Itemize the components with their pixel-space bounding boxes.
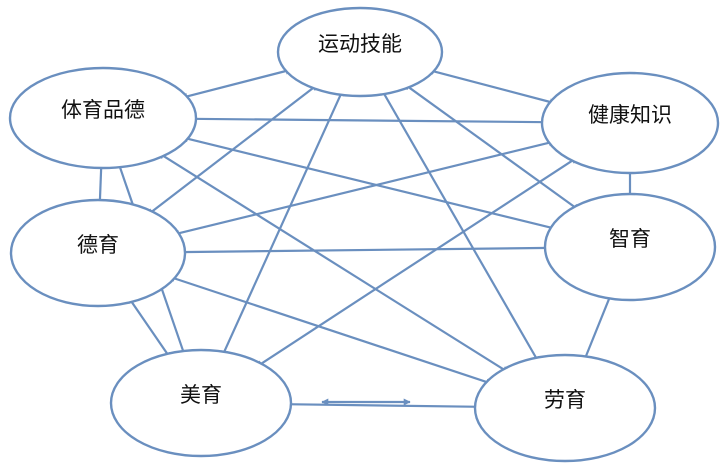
node-health-ellipse <box>540 71 720 175</box>
node-intellect-label: 智育 <box>609 227 651 251</box>
node-ethics-label: 体育品德 <box>61 98 145 122</box>
edge-ethics-intellect <box>181 135 558 232</box>
node-aesthetic-label: 美育 <box>180 383 222 407</box>
node-moral-ellipse <box>9 198 187 308</box>
node-ethics: 体育品德 <box>8 66 198 170</box>
node-intellect-ellipse <box>543 192 717 302</box>
node-aesthetic-ellipse <box>109 348 293 458</box>
node-moral-label: 德育 <box>77 233 119 257</box>
node-labor: 劳育 <box>473 353 657 463</box>
node-sports-ellipse <box>276 6 444 98</box>
node-health: 健康知识 <box>540 71 720 175</box>
edge-ethics-labor <box>157 151 510 374</box>
node-ethics-ellipse <box>8 66 198 170</box>
edge-sports-aesthetic <box>220 88 345 358</box>
edge-ethics-sports <box>180 67 293 100</box>
edge-aesthetic-labor <box>284 400 482 411</box>
edge-health-aesthetic <box>255 156 578 368</box>
node-intellect: 智育 <box>543 192 717 302</box>
edges-layer <box>96 67 634 411</box>
node-moral: 德育 <box>9 198 187 308</box>
node-labor-ellipse <box>473 353 657 463</box>
edge-sports-labor <box>380 88 541 364</box>
edge-moral-intellect <box>178 244 552 256</box>
node-sports-label: 运动技能 <box>318 32 402 56</box>
edge-moral-labor <box>168 275 493 386</box>
edge-sports-health <box>427 68 557 106</box>
node-labor-label: 劳育 <box>544 388 586 412</box>
node-health-label: 健康知识 <box>588 103 672 127</box>
edge-ethics-moral <box>96 161 105 207</box>
node-aesthetic: 美育 <box>109 348 293 458</box>
edge-health-moral <box>172 139 556 237</box>
node-sports: 运动技能 <box>276 6 444 98</box>
edge-ethics-health <box>189 115 549 126</box>
edge-moral-aesthetic <box>127 296 172 360</box>
edge-intellect-labor <box>582 292 613 363</box>
